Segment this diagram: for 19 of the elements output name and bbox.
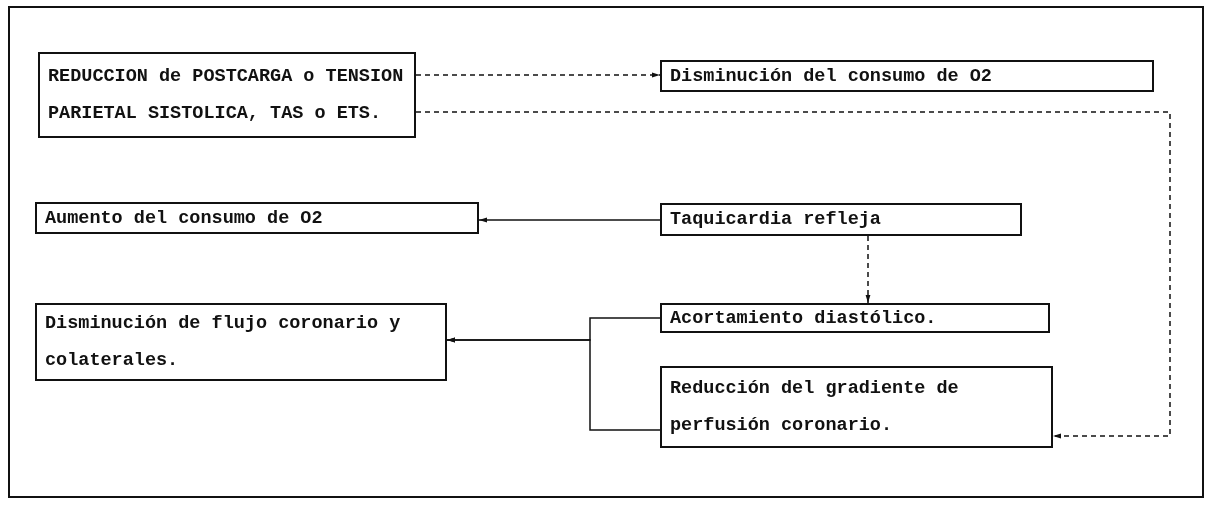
box-text: Disminución del consumo de O2 [670,64,992,89]
text-box [660,303,1050,333]
box-text: Disminución de flujo coronario y colaterales. [45,312,402,373]
arrow [446,337,661,431]
box-text: Reducción del gradiente de perfusión coronario. [670,377,960,438]
arrow [415,111,1171,439]
box-text: Acortamiento diastólico. [670,306,937,331]
box-text: Taquicardia refleja [670,208,881,232]
arrow [415,72,661,78]
text-box [660,366,1053,448]
arrow [478,217,661,223]
text-box [35,303,447,381]
arrow [865,235,871,304]
box-text: Aumento del consumo de O2 [45,206,323,231]
text-box [660,203,1022,236]
box-text: REDUCCION de POSTCARGA o TENSION PARIETAL SISTOLICA, TAS o ETS. [48,65,405,126]
text-box [660,60,1154,92]
text-box [35,202,479,234]
text-box [38,52,416,138]
